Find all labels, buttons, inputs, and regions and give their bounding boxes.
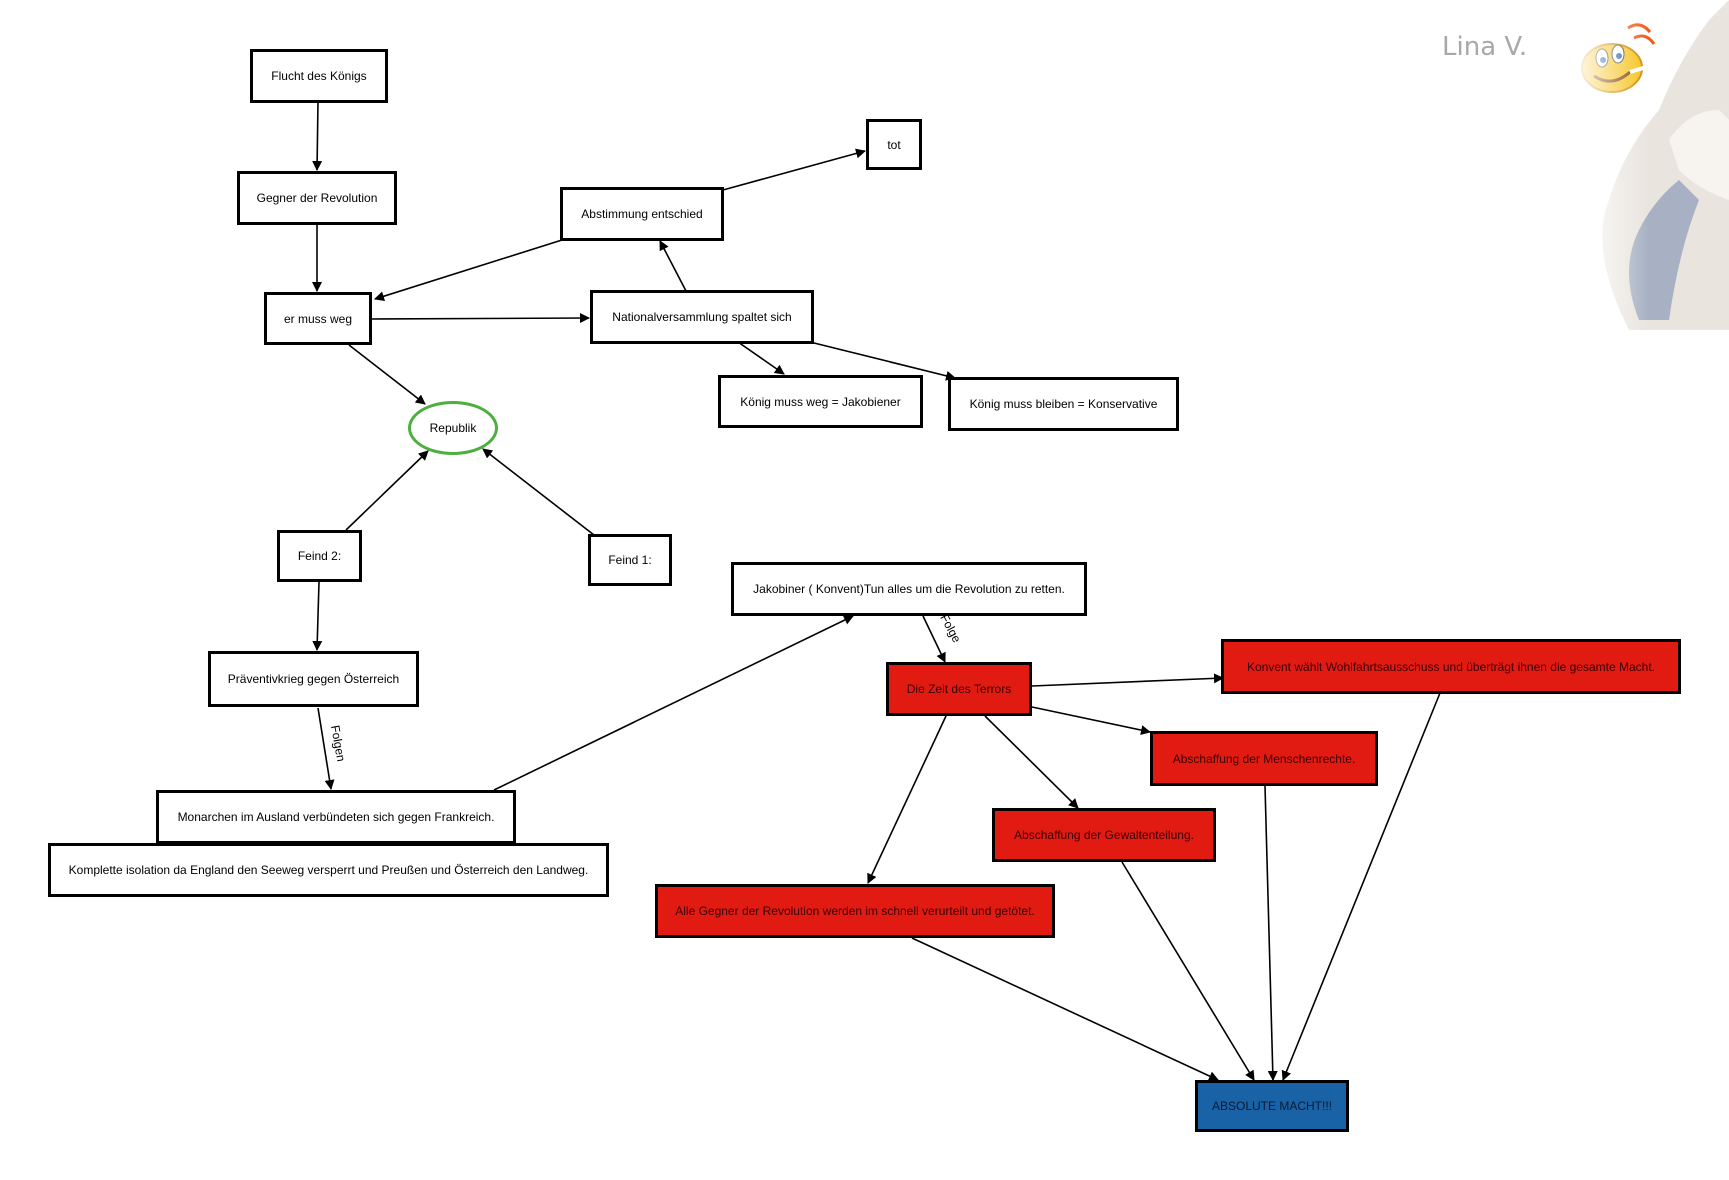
edge-terror-menschenrechte — [1031, 706, 1151, 736]
node-monarchen: Monarchen im Ausland verbündeten sich ge… — [156, 790, 516, 844]
edge-feind1-republik — [482, 448, 595, 536]
edge-praeventiv-monarchen — [317, 707, 335, 790]
edge-feind2-republik — [345, 450, 429, 531]
node-republik: Republik — [408, 401, 498, 455]
edge-terror-gegner — [867, 715, 947, 884]
edge-national-abstimmung — [659, 240, 687, 292]
node-gewaltenteilung: Abschaffung der Gewaltenteilung. — [992, 808, 1216, 862]
node-feind1: Feind 1: — [588, 534, 672, 586]
node-konservative: König muss bleiben = Konservative — [948, 377, 1179, 431]
node-jakobiner-konvent: Jakobiner ( Konvent)Tun alles um die Rev… — [731, 562, 1087, 616]
node-feind2: Feind 2: — [277, 530, 362, 582]
node-absolute-macht: ABSOLUTE MACHT!!! — [1195, 1080, 1349, 1132]
edge-terror-gewaltenteilung — [984, 715, 1079, 809]
node-gegner: Gegner der Revolution — [237, 171, 397, 225]
edge-konvent-absolute — [1281, 692, 1441, 1081]
edge-abstimmung-mussweg — [374, 239, 563, 302]
node-abstimmung: Abstimmung entschied — [560, 187, 724, 241]
edge-menschenrechte-absolute — [1264, 785, 1278, 1081]
node-konvent-waehlt: Konvent wählt Wohlfahrtsausschuss und üb… — [1221, 639, 1681, 694]
edge-mussweg-national — [371, 313, 590, 324]
node-terror: Die Zeit des Terrors — [886, 662, 1032, 716]
edge-monarchen-jakobiner — [493, 615, 854, 791]
edge-terror-konvent — [1031, 673, 1224, 687]
node-tot: tot — [866, 119, 922, 170]
node-nationalversammlung: Nationalversammlung spaltet sich — [590, 290, 814, 344]
node-menschenrechte: Abschaffung der Menschenrechte. — [1150, 731, 1378, 786]
edge-feind2-praeventiv — [312, 581, 323, 651]
edge-national-konservative — [809, 341, 956, 381]
node-jakobiener: König muss weg = Jakobiener — [718, 375, 923, 428]
edge-mussweg-republik — [348, 344, 426, 405]
edge-gegner-absolute — [911, 937, 1219, 1081]
node-flucht: Flucht des Königs — [250, 49, 388, 103]
edge-abstimmung-tot — [722, 148, 866, 191]
node-praeventivkrieg: Präventivkrieg gegen Österreich — [208, 651, 419, 707]
edge-label-folge: Folge — [937, 612, 964, 645]
author-name: Lina V. — [1442, 32, 1528, 62]
edge-label-folgen: Folgen — [328, 724, 348, 763]
node-gegner-verurteilt: Alle Gegner der Revolution werden im sch… — [655, 884, 1055, 938]
node-muss-weg: er muss weg — [264, 292, 372, 345]
edge-gewaltenteilung-absolute — [1121, 861, 1255, 1081]
node-isolation: Komplette isolation da England den Seewe… — [48, 843, 609, 897]
edge-jakobiner-terror — [922, 615, 946, 663]
edge-flucht-gegner — [312, 101, 323, 171]
portrait-image — [1569, 0, 1729, 330]
edge-national-jakobiener — [737, 341, 785, 375]
